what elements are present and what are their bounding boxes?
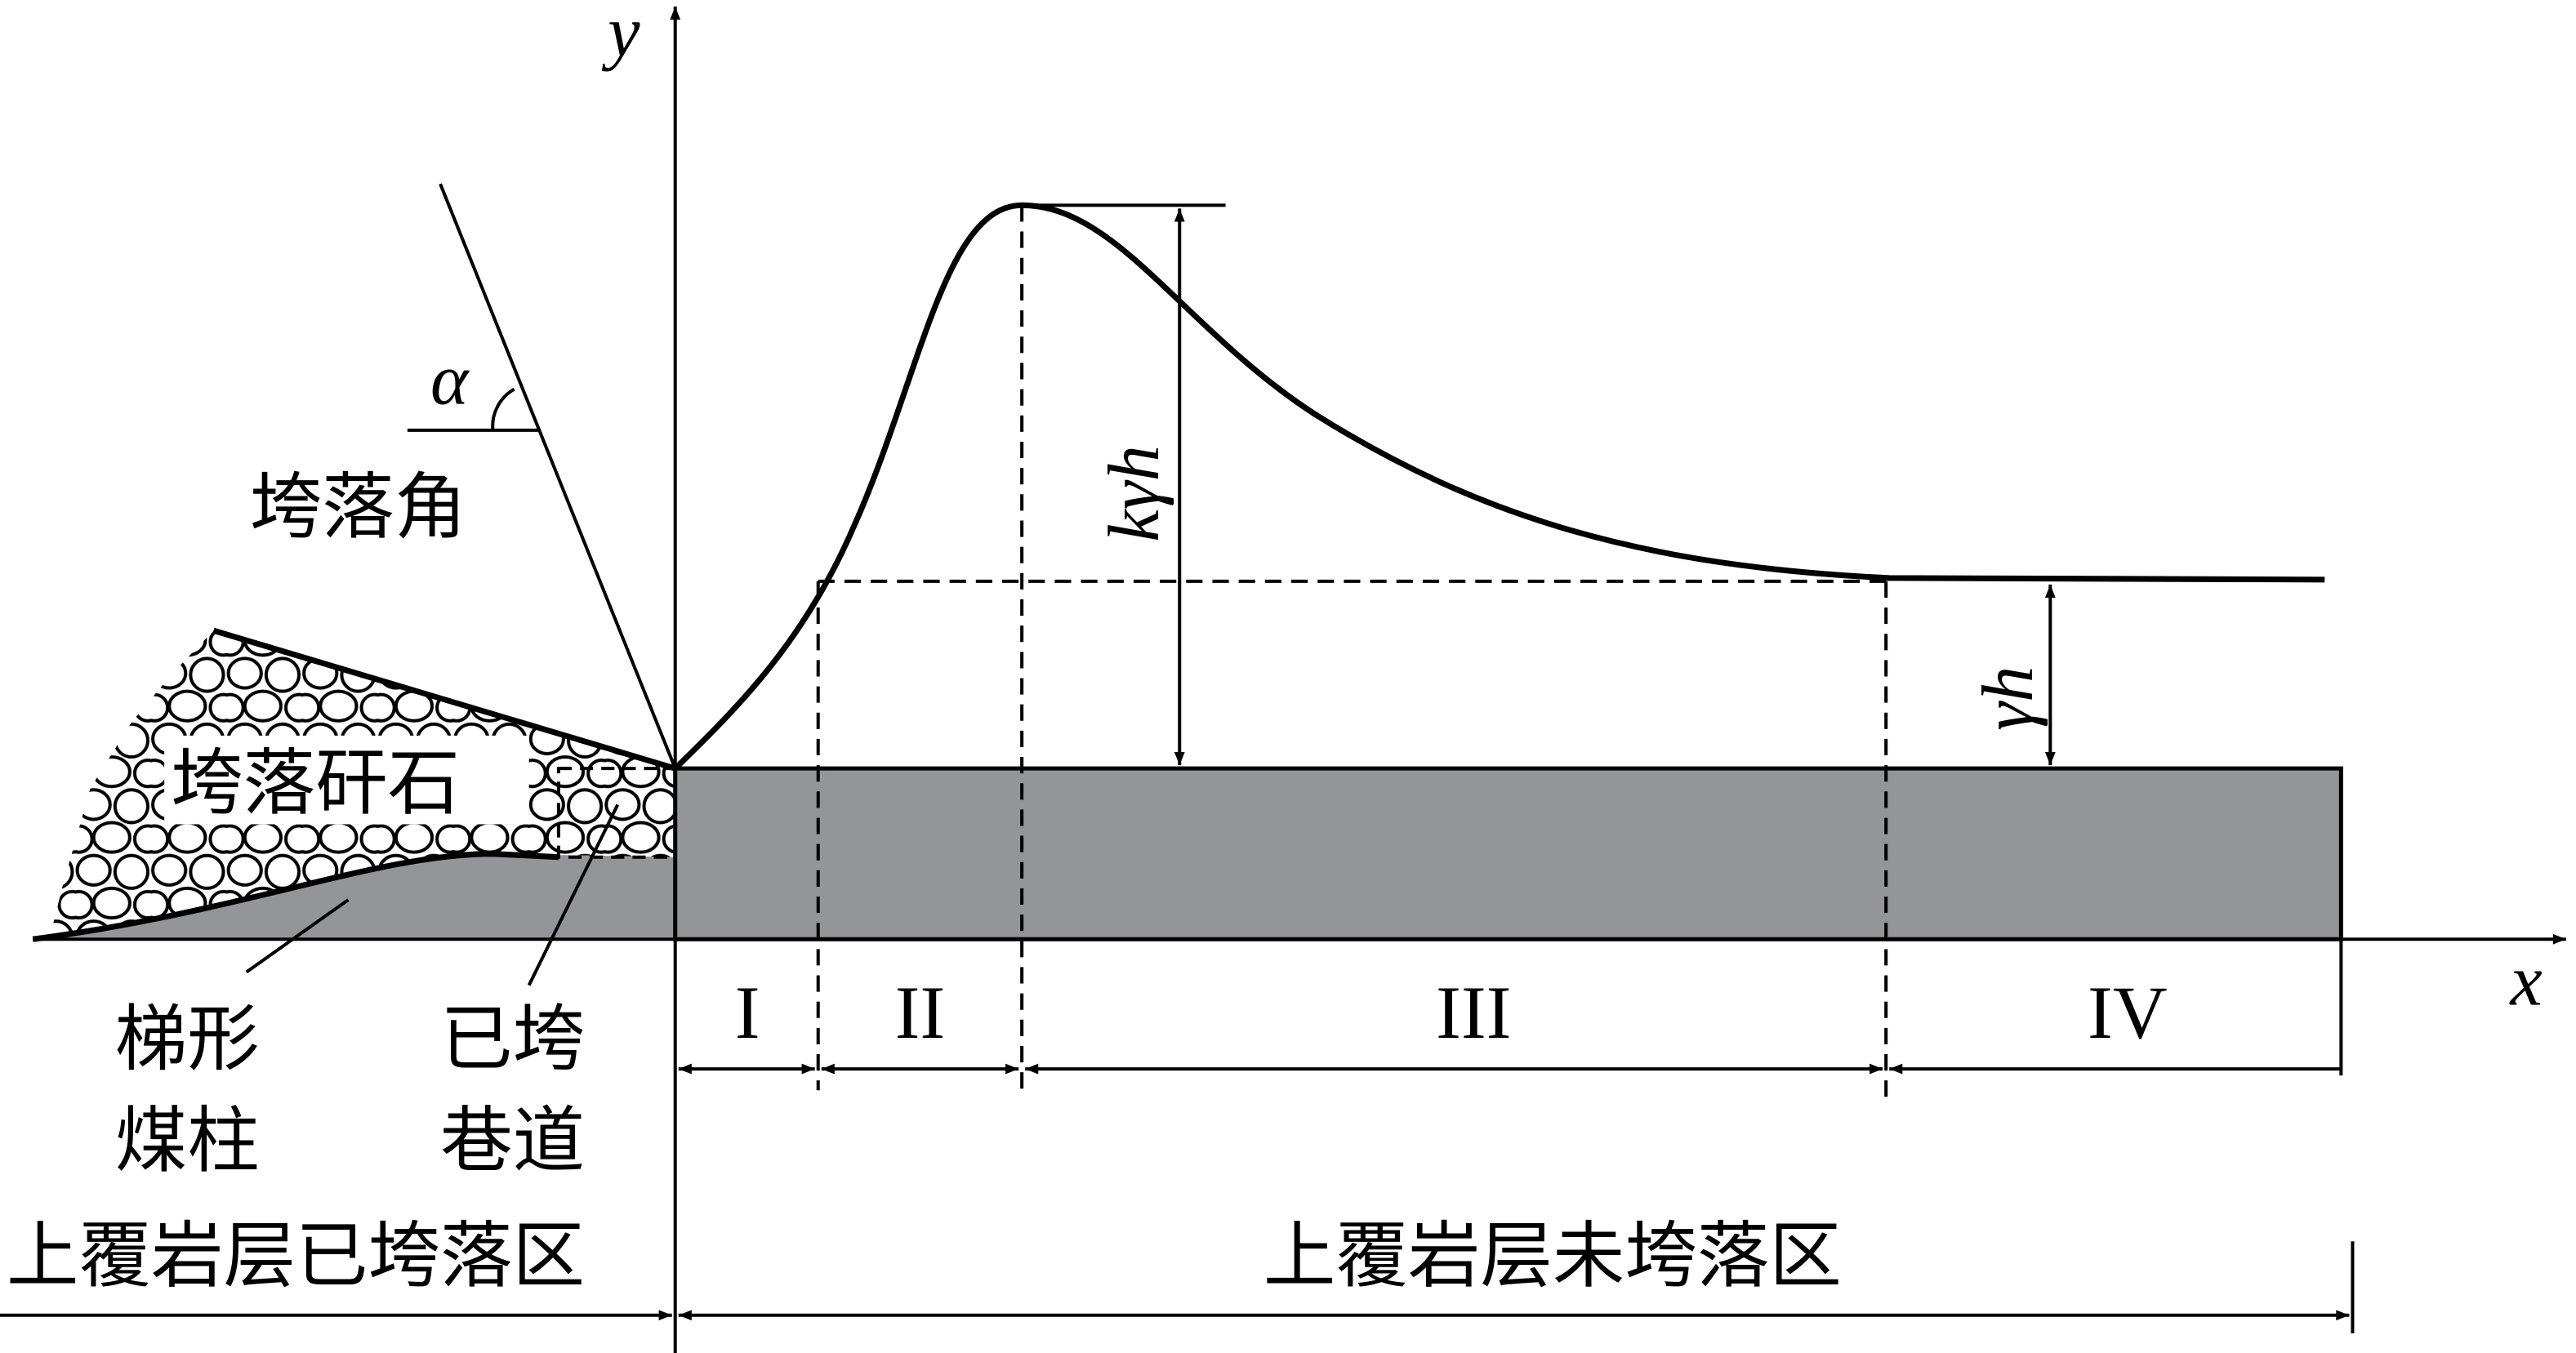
angle-symbol: α [430,340,470,421]
uncaved-region-label: 上覆岩层未垮落区 [1263,1214,1842,1298]
pillar-top-line [32,851,559,942]
coal-seam [673,766,2343,941]
roadway-label-line1: 已垮 [440,997,585,1081]
pillar-label-line2: 煤柱 [115,1099,260,1183]
pillar-leader [245,898,350,974]
caving-angle-label: 垮落角 [250,465,466,550]
rubble-label-bg [164,735,529,825]
zone-label-3: III [1436,972,1511,1055]
rubble-top-line [212,627,676,772]
x-axis-label: x [2509,941,2543,1021]
y-axis-label: y [601,0,640,72]
zone-label-4: IV [2088,972,2168,1055]
original-stress-label: γh [1968,666,2048,731]
roadway-leader [527,803,620,986]
zone-label-2: II [895,972,946,1055]
roadway-label-line2: 巷道 [440,1099,585,1183]
caved-region-label: 上覆岩层已垮落区 [7,1214,585,1298]
pillar-label-line1: 梯形 [115,997,260,1081]
zone-label-1: I [735,972,760,1055]
caving-angle-line [439,183,677,769]
trapezoid-coal-pillar [49,853,675,940]
angle-arc [491,387,515,431]
rubble-label: 垮落矸石 [171,741,460,825]
peak-stress-label: kγh [1094,445,1174,541]
abutment-stress-curve [673,202,2325,771]
